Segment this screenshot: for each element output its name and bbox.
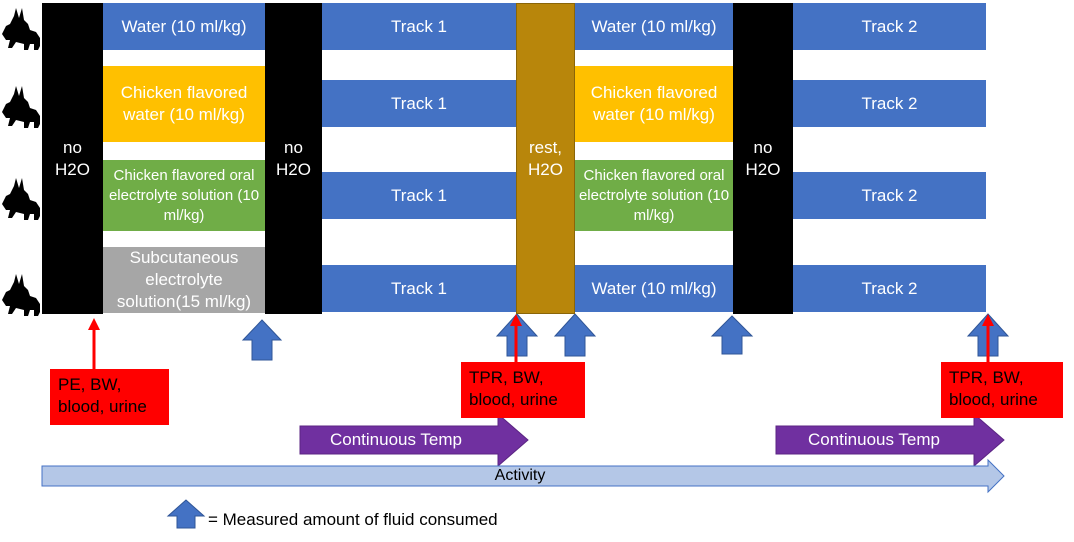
row2-first-fluid: Chicken flavored water (10 ml/kg) (103, 66, 265, 142)
red-arrow-icon (982, 314, 994, 362)
up-arrow-icon (710, 315, 754, 355)
row4-track2: Track 2 (793, 265, 986, 312)
row2-track1: Track 1 (322, 80, 516, 127)
legend-up-arrow-icon (166, 499, 206, 529)
dog-icon (2, 178, 40, 220)
dog-icon (2, 274, 40, 316)
row1-track1: Track 1 (322, 3, 516, 50)
measurement-box-2: TPR, BW, blood, urine (461, 362, 585, 418)
activity-arrow (41, 458, 1005, 494)
dog-icon (2, 8, 40, 50)
red-arrow-icon (510, 314, 522, 362)
row3-track2: Track 2 (793, 172, 986, 219)
continuous-temp-label-1: Continuous Temp (330, 430, 462, 449)
row2-second-fluid: Chicken flavored water (10 ml/kg) (575, 66, 733, 142)
row1-track2: Track 2 (793, 3, 986, 50)
up-arrow-icon (553, 313, 597, 357)
row1-second-fluid: Water (10 ml/kg) (575, 3, 733, 50)
rest-h2o-phase: rest, H2O (516, 3, 575, 314)
continuous-temp-arrow-2 (775, 412, 1005, 468)
up-arrow-icon (241, 319, 283, 361)
row4-track1: Track 1 (322, 265, 516, 312)
activity-label: Activity (494, 467, 546, 484)
legend-text: = Measured amount of fluid consumed (208, 510, 498, 529)
measurement-box-3: TPR, BW, blood, urine (941, 362, 1063, 418)
row3-second-fluid: Chicken flavored oral electrolyte soluti… (575, 160, 733, 231)
no-h2o-phase-2: no H2O (265, 3, 322, 314)
row1-first-fluid: Water (10 ml/kg) (103, 3, 265, 50)
row4-second-fluid: Water (10 ml/kg) (575, 265, 733, 312)
no-h2o-phase-1: no H2O (42, 3, 103, 314)
continuous-temp-arrow-1 (299, 412, 529, 468)
row3-first-fluid: Chicken flavored oral electrolyte soluti… (103, 160, 265, 231)
row2-track2: Track 2 (793, 80, 986, 127)
red-arrow-icon (88, 318, 100, 370)
no-h2o-phase-3: no H2O (733, 3, 793, 314)
dog-icon (2, 86, 40, 128)
row4-first-fluid: Subcutaneous electrolyte solution(15 ml/… (103, 247, 265, 313)
measurement-box-1: PE, BW, blood, urine (50, 369, 169, 425)
continuous-temp-label-2: Continuous Temp (808, 430, 940, 449)
row3-track1: Track 1 (322, 172, 516, 219)
